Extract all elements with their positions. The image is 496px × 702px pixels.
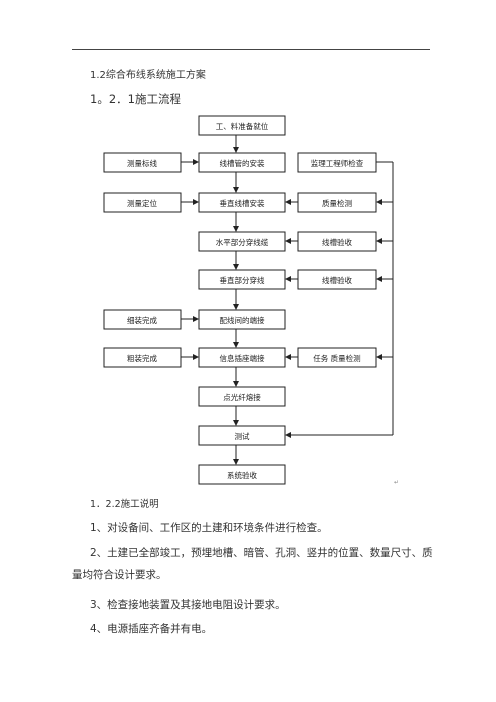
section-heading-1-2-2: 1．2.2施工说明 — [90, 499, 159, 510]
flow-step-1: 工、料准备就位 — [198, 115, 286, 136]
svg-text:工、料准备就位: 工、料准备就位 — [216, 121, 269, 131]
svg-text:粗装完成: 粗装完成 — [127, 353, 157, 363]
flow-step-9: 测试 — [198, 425, 286, 446]
flow-left-1: 测量标线 — [103, 152, 182, 173]
flow-right-5: 任务 质量检测 — [297, 347, 377, 368]
flow-step-6: 配线间的端接 — [198, 309, 286, 330]
svg-text:测量定位: 测量定位 — [127, 198, 157, 208]
flow-step-2: 线槽管的安装 — [198, 152, 286, 173]
flow-left-3: 细装完成 — [103, 309, 182, 330]
paragraph-3: 3、检查接地装置及其接地电阻设计要求。 — [72, 594, 442, 616]
paragraph-2-text: 2、土建已全部竣工，预埋地槽、暗管、孔洞、竖井的位置、数量尺寸、质量均符合设计要… — [72, 547, 433, 581]
flow-step-8: 点光纤熔接 — [198, 386, 286, 407]
paragraph-4: 4、电源插座齐备并有电。 — [72, 618, 442, 640]
svg-text:线槽验收: 线槽验收 — [322, 275, 352, 285]
header-rule — [72, 49, 430, 50]
svg-text:垂直线槽安装: 垂直线槽安装 — [220, 198, 265, 208]
paragraph-3-text: 3、检查接地装置及其接地电阻设计要求。 — [90, 599, 286, 611]
svg-text:任务 质量检测: 任务 质量检测 — [313, 353, 360, 363]
svg-text:质量检测: 质量检测 — [322, 198, 352, 208]
svg-text:细装完成: 细装完成 — [127, 315, 157, 325]
svg-text:线槽验收: 线槽验收 — [322, 237, 352, 247]
svg-text:测试: 测试 — [235, 431, 250, 441]
svg-text:垂直部分穿线: 垂直部分穿线 — [220, 275, 265, 285]
svg-text:线槽管的安装: 线槽管的安装 — [220, 158, 265, 168]
flow-left-4: 粗装完成 — [103, 347, 182, 368]
section-heading-1-2-1: 1。2．1施工流程 — [90, 92, 181, 106]
flow-left-2: 测量定位 — [103, 192, 182, 213]
flow-right-4: 线槽验收 — [297, 269, 377, 290]
paragraph-1-text: 1、对设备间、工作区的土建和环境条件进行检查。 — [90, 522, 328, 534]
svg-text:监理工程师检查: 监理工程师检查 — [311, 158, 364, 168]
flow-right-3: 线槽验收 — [297, 231, 377, 252]
flow-step-3: 垂直线槽安装 — [198, 192, 286, 213]
section-heading-1-2: 1.2综合布线系统施工方案 — [90, 70, 206, 81]
flow-step-4: 水平部分穿线缆 — [198, 231, 286, 252]
flow-step-5: 垂直部分穿线 — [198, 269, 286, 290]
svg-text:信息插座端接: 信息插座端接 — [220, 353, 265, 363]
paragraph-1: 1、对设备间、工作区的土建和环境条件进行检查。 — [72, 517, 442, 539]
flow-step-10: 系统验收 — [198, 464, 286, 485]
svg-text:系统验收: 系统验收 — [227, 470, 257, 480]
flow-step-7: 信息插座端接 — [198, 347, 286, 368]
svg-text:水平部分穿线缆: 水平部分穿线缆 — [216, 237, 269, 247]
svg-text:点光纤熔接: 点光纤熔接 — [223, 392, 261, 402]
svg-text:配线间的端接: 配线间的端接 — [220, 315, 265, 325]
flow-right-1: 监理工程师检查 — [297, 152, 377, 173]
paragraph-4-text: 4、电源插座齐备并有电。 — [90, 623, 213, 635]
flow-right-2: 质量检测 — [297, 192, 377, 213]
return-mark: ↵ — [394, 479, 399, 486]
svg-text:测量标线: 测量标线 — [127, 158, 157, 168]
paragraph-2: 2、土建已全部竣工，预埋地槽、暗管、孔洞、竖井的位置、数量尺寸、质量均符合设计要… — [72, 542, 442, 586]
